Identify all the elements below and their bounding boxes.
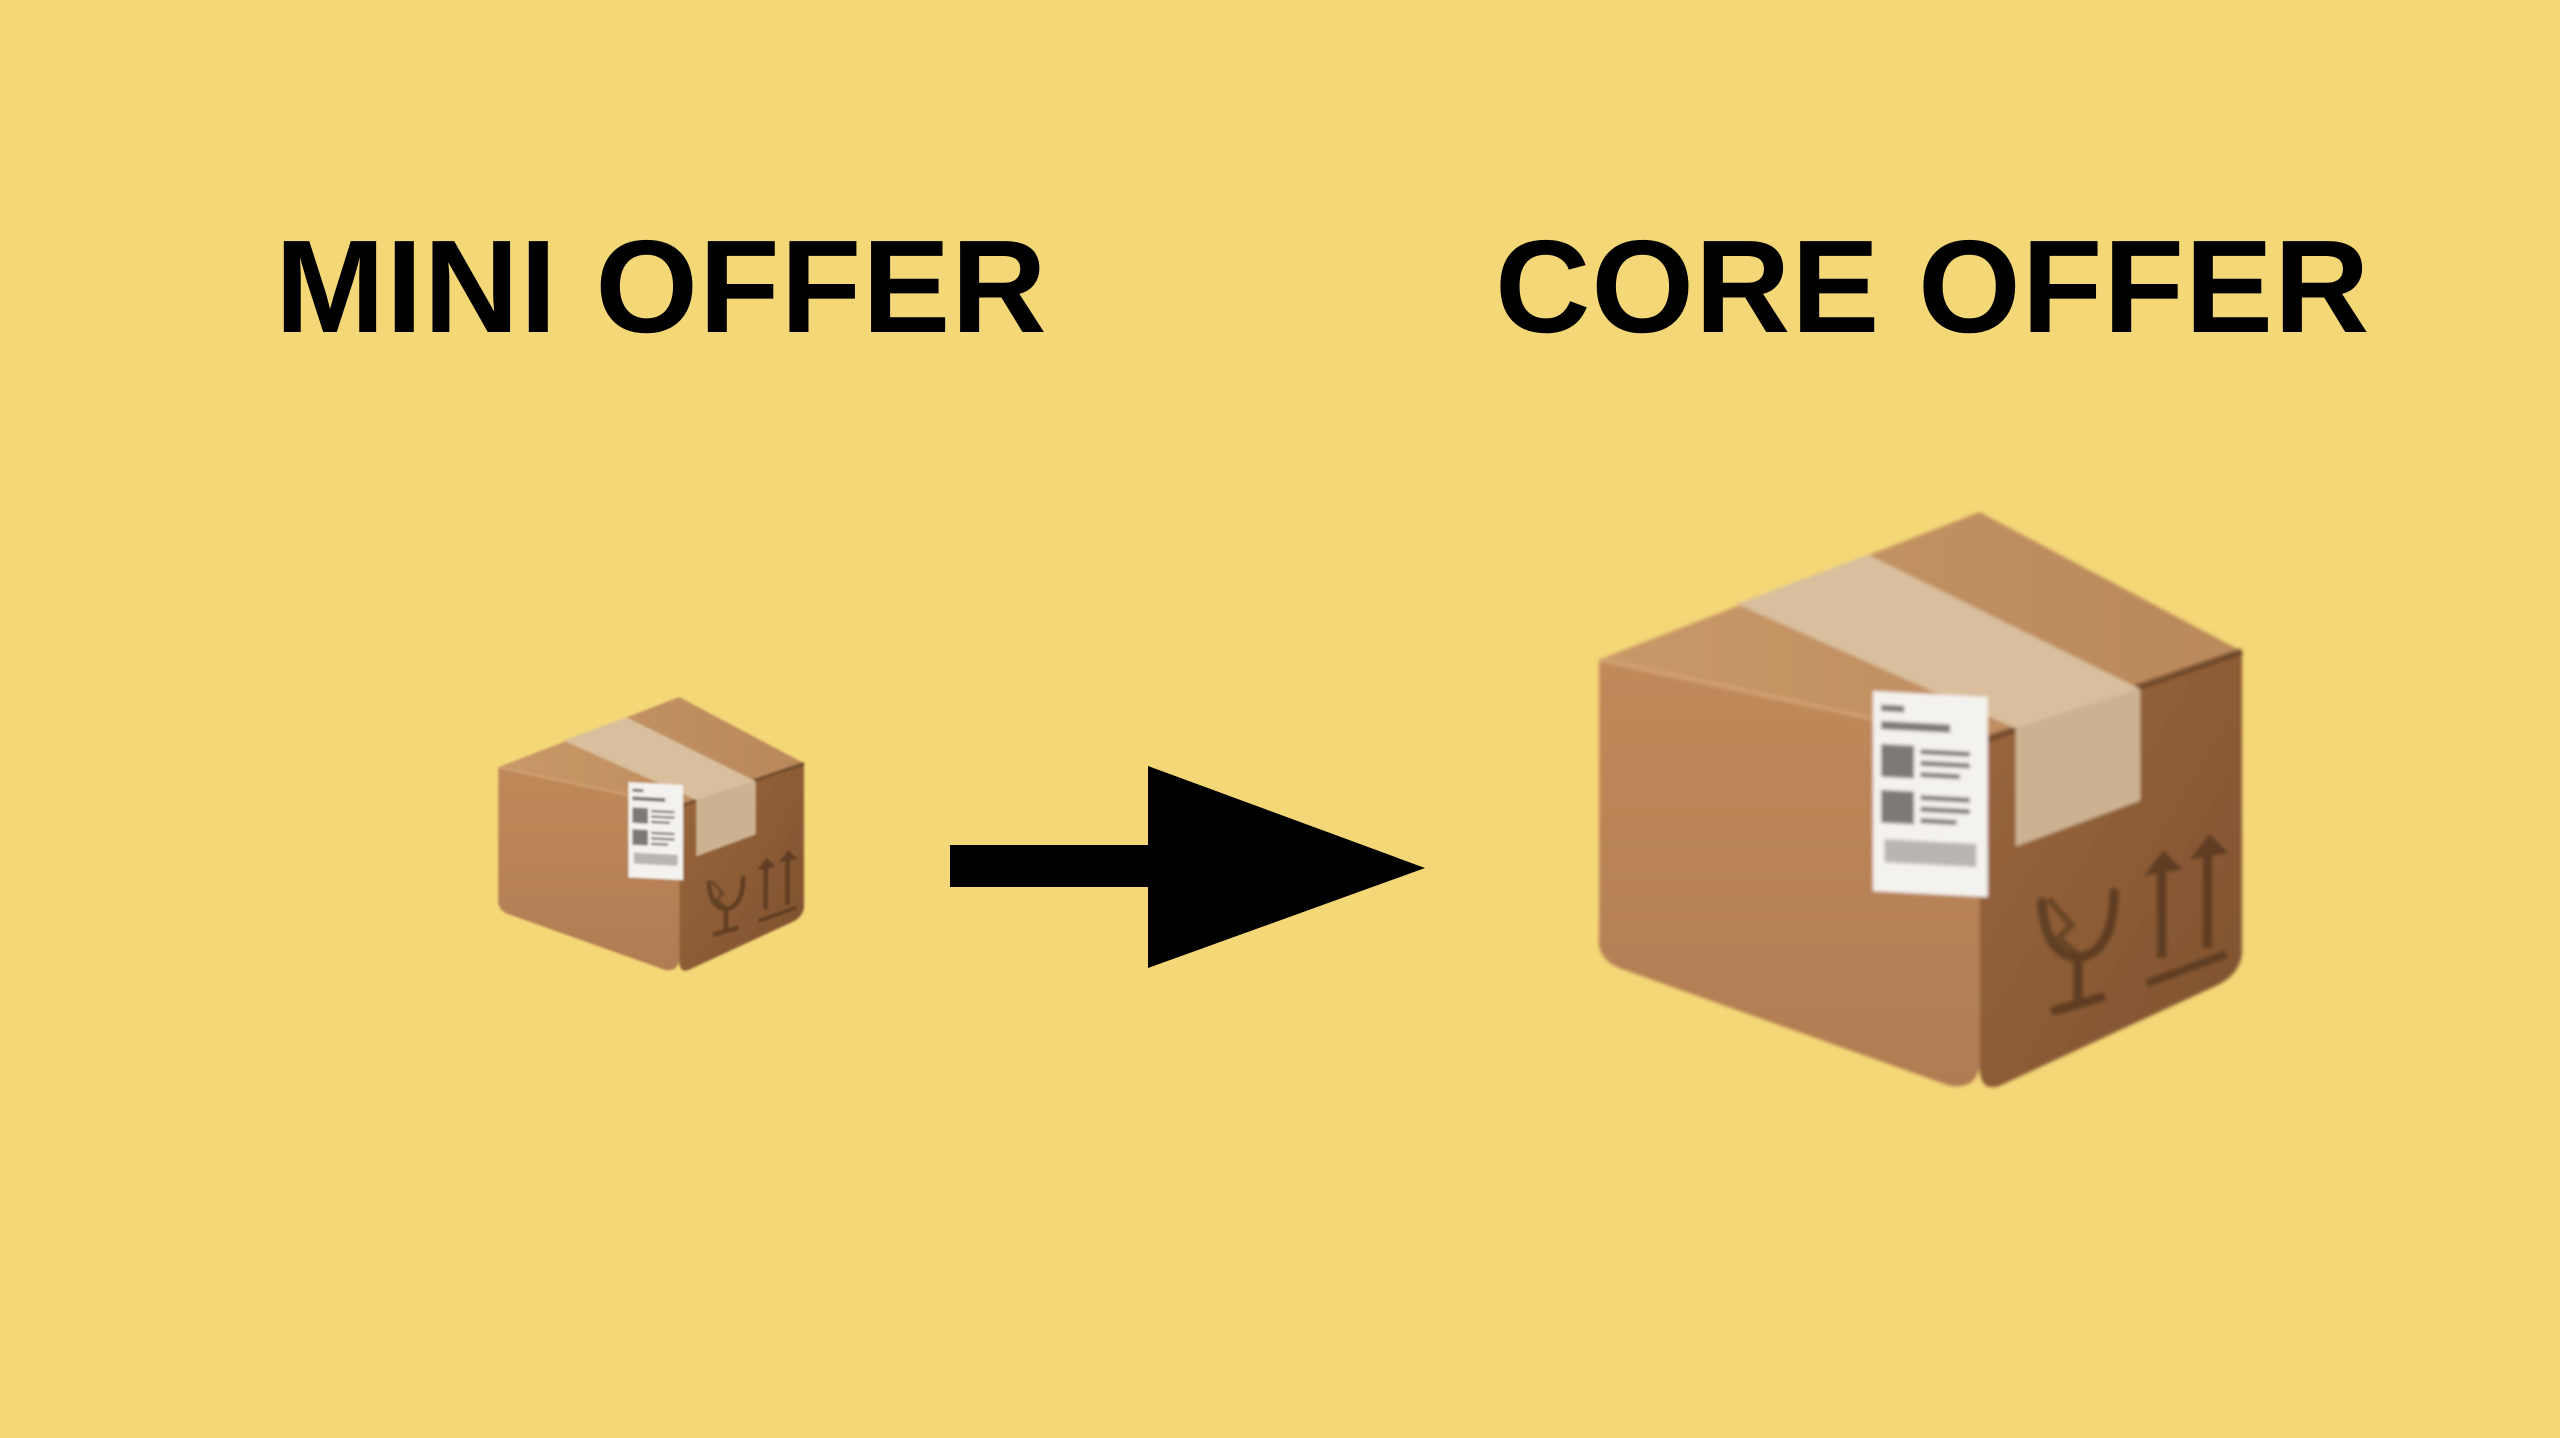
large-package-box-icon (1599, 512, 2242, 1087)
mini-offer-label: MINI OFFER (275, 213, 1048, 360)
right-arrow-icon (950, 766, 1425, 968)
core-offer-label: CORE OFFER (1495, 213, 2371, 360)
small-package-box-icon (498, 697, 804, 971)
